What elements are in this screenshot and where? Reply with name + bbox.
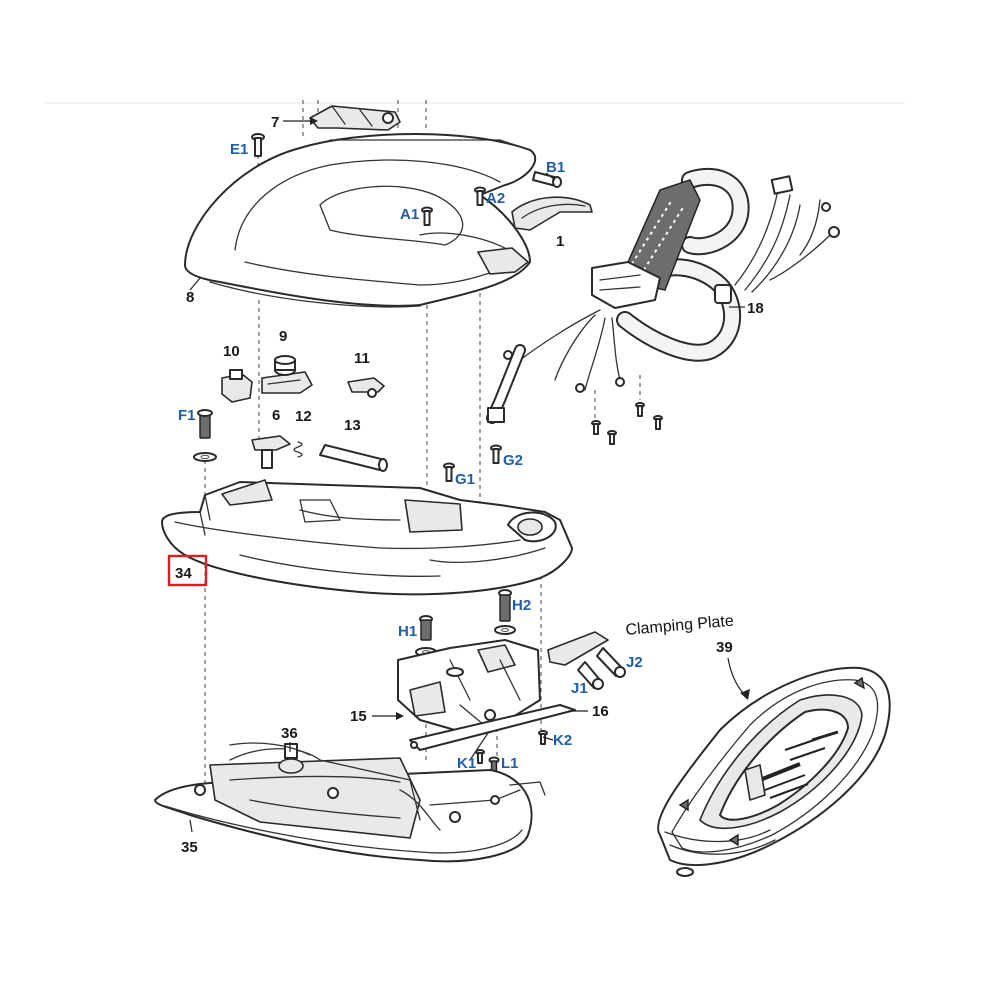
label-f1: F1 [178, 407, 196, 424]
label-e1: E1 [230, 141, 248, 158]
label-j2: J2 [626, 654, 643, 671]
screw-e1 [251, 133, 265, 157]
label-39: 39 [716, 639, 733, 656]
part-9-thermostat [261, 355, 313, 394]
label-l1: L1 [501, 755, 519, 772]
label-10: 10 [223, 343, 240, 360]
label-6: 6 [272, 407, 280, 424]
part-8-top-cover [184, 133, 537, 308]
label-13: 13 [344, 417, 361, 434]
screw-h1 [415, 615, 437, 657]
label-j1: J1 [571, 680, 588, 697]
label-12: 12 [295, 408, 312, 425]
part-39-base-plate [657, 666, 891, 877]
label-h2: H2 [512, 597, 531, 614]
label-g1: G1 [455, 471, 475, 488]
part-35-soleplate [154, 742, 546, 863]
label-18: 18 [747, 300, 764, 317]
label-k1: K1 [457, 755, 476, 772]
label-8: 8 [186, 289, 194, 306]
label-9: 9 [279, 328, 287, 345]
label-7: 7 [271, 114, 279, 131]
label-g2: G2 [503, 452, 523, 469]
label-h1: H1 [398, 623, 417, 640]
label-k2: K2 [553, 732, 572, 749]
screw-g2 [490, 444, 502, 464]
part-6-bracket [251, 435, 291, 469]
label-b1: B1 [546, 159, 565, 176]
screw-k2 [538, 730, 548, 745]
part-1-cap [511, 196, 593, 231]
clamping-plate-callout: Clamping Plate [625, 613, 735, 639]
part-16-rail [409, 704, 576, 751]
label-1: 1 [556, 233, 564, 250]
label-34: 34 [175, 565, 192, 582]
label-a1: A1 [400, 206, 419, 223]
part-7-top-bracket [309, 105, 401, 131]
part-10-switch [221, 369, 253, 403]
label-a2: A2 [486, 190, 505, 207]
screw-f1 [193, 409, 217, 462]
label-11: 11 [354, 350, 370, 367]
screw-k1 [475, 749, 485, 764]
part-13-rod [319, 444, 388, 472]
screw-a2 [474, 186, 486, 206]
part-12-spring [293, 441, 303, 458]
part-34-highlight-box [167, 554, 208, 587]
handle-screws [591, 402, 663, 445]
label-35: 35 [181, 839, 198, 856]
screw-a1 [421, 206, 433, 226]
part-34-body-housing [161, 479, 573, 596]
part-11-lever [347, 377, 385, 398]
label-36: 36 [281, 725, 298, 742]
screw-g1 [443, 462, 455, 482]
part-18-handle-cable [486, 167, 840, 424]
screw-h2 [494, 589, 516, 635]
label-16: 16 [592, 703, 609, 720]
clamping-pins [547, 631, 626, 690]
label-15: 15 [350, 708, 367, 725]
